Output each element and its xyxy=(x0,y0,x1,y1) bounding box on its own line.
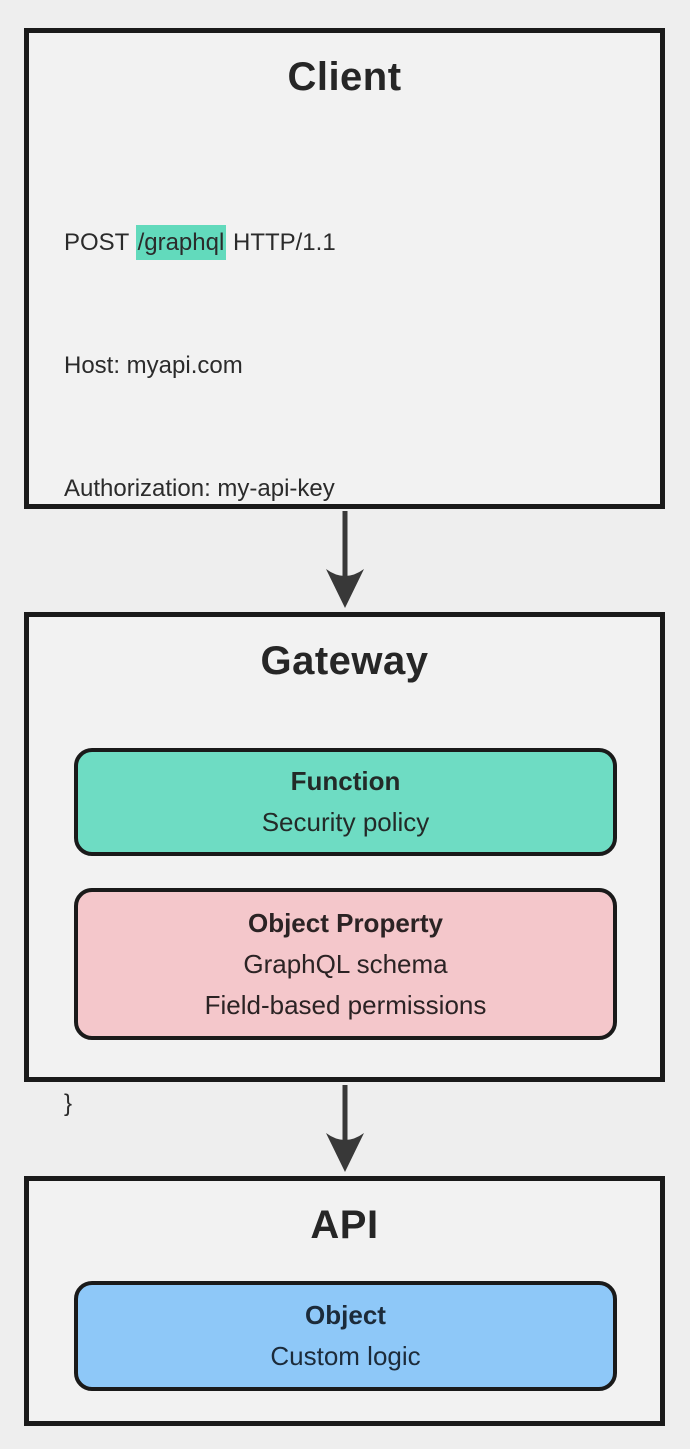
client-panel: Client POST /graphql HTTP/1.1 Host: myap… xyxy=(24,28,665,1117)
arrow-client-to-gateway-icon xyxy=(326,511,364,608)
object-property-box-line1: GraphQL schema xyxy=(243,948,448,979)
function-box: Function Security policy xyxy=(74,748,617,856)
api-panel-title: API xyxy=(310,1203,379,1247)
json-close-brace: } xyxy=(64,1090,73,1117)
client-panel-title: Client xyxy=(287,55,402,99)
request-line-post: POST /graphql HTTP/1.1 xyxy=(64,222,650,263)
object-box-title: Object xyxy=(305,1300,386,1330)
gateway-panel-title: Gateway xyxy=(260,639,429,683)
object-box: Object Custom logic xyxy=(74,1281,617,1391)
request-line-host: Host: myapi.com xyxy=(64,352,243,379)
function-box-title: Function xyxy=(290,766,401,796)
code-text: POST xyxy=(64,229,136,256)
api-panel: API Object Custom logic xyxy=(24,1176,665,1426)
object-property-box-title: Object Property xyxy=(247,907,444,938)
code-text: HTTP/1.1 xyxy=(226,229,336,256)
graphql-path-highlight: /graphql xyxy=(135,225,227,260)
object-property-box-line2: Field-based permissions xyxy=(204,989,487,1020)
arrow-gateway-to-api-icon xyxy=(326,1085,364,1172)
request-line-authorization: Authorization: my-api-key xyxy=(64,475,335,502)
object-property-box: Object Property GraphQL schema Field-bas… xyxy=(74,888,617,1040)
function-box-subtitle: Security policy xyxy=(261,807,430,837)
gateway-panel: Gateway Function Security policy Object … xyxy=(24,612,665,1082)
object-box-subtitle: Custom logic xyxy=(270,1341,421,1371)
